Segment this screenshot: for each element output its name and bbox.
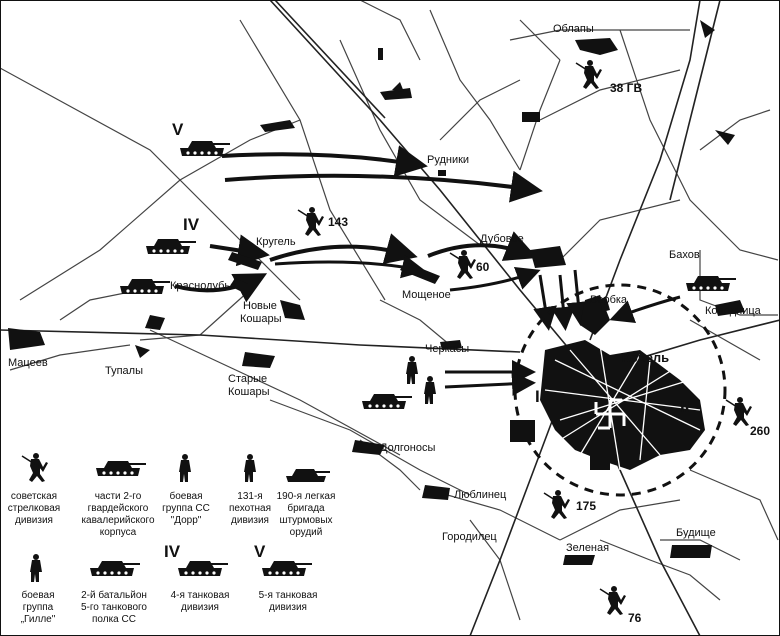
label-dolgonosy: Долгоносы	[380, 442, 435, 454]
legend-item-rifle-division: советская стрелковая дивизия	[8, 491, 60, 526]
rifleman-icon	[449, 249, 477, 280]
roman-ii: II	[680, 397, 689, 416]
svg-text:„Гилле": „Гилле"	[21, 614, 56, 625]
svg-text:боевая: боевая	[21, 589, 54, 601]
label-novye-1: Новые	[243, 300, 277, 312]
label-dubovoe: Дубовое	[480, 233, 524, 245]
svg-text:кавалерийского: кавалерийского	[81, 515, 155, 526]
rifleman-icon	[543, 489, 571, 520]
rifleman-icon	[297, 206, 325, 237]
rifleman-icon	[575, 59, 603, 90]
number-143: 143	[328, 215, 348, 229]
svg-text:корпуса: корпуса	[100, 527, 137, 538]
label-gorodilets: Городилец	[442, 531, 497, 543]
svg-text:части 2-го: части 2-го	[95, 491, 142, 502]
legend: советская стрелковая дивизия части 2-го …	[2, 438, 340, 634]
legend-item-4-panzer: 4-я танковая дивизия	[171, 590, 230, 613]
label-bakhov: Бахов	[669, 249, 700, 261]
formation-markers: V IV I II	[172, 120, 689, 416]
soldier-icon	[406, 356, 418, 384]
svg-text:группа: группа	[23, 602, 54, 613]
number-260: 260	[750, 424, 770, 438]
label-kovel: Ковель	[622, 350, 669, 365]
attack-arrows	[174, 145, 681, 396]
roman-i: I	[535, 387, 540, 406]
svg-text:полка СС: полка СС	[92, 614, 136, 625]
label-budishche: Будище	[676, 527, 716, 539]
label-starye-1: Старые	[228, 373, 267, 385]
label-rudniki: Рудники	[427, 154, 469, 166]
svg-text:4-я танковая: 4-я танковая	[171, 590, 230, 601]
place-labels: Облапы Рудники Кругель Краснодубье Новые…	[8, 23, 762, 554]
label-starye-2: Кошары	[228, 386, 270, 398]
label-krugel: Кругель	[256, 236, 296, 248]
legend-item-cavalry-corps: части 2-го гвардейского кавалерийского к…	[81, 491, 155, 538]
rifleman-icon	[725, 396, 753, 427]
label-lyublinets: Люблинец	[454, 489, 507, 501]
legend-mark-v: V	[254, 542, 266, 561]
svg-text:боевая: боевая	[169, 490, 202, 502]
number-175: 175	[576, 499, 596, 513]
label-zelenaya: Зеленая	[566, 542, 609, 554]
svg-text:190-я легкая: 190-я легкая	[277, 491, 336, 502]
legend-mark-iv: IV	[164, 542, 181, 561]
tank-icon	[146, 239, 196, 254]
label-oblapy: Облапы	[553, 23, 594, 35]
svg-text:дивизия: дивизия	[231, 515, 269, 526]
legend-item-ss-tank-battalion: 2-й батальйон 5-го танкового полка СС	[81, 589, 147, 625]
label-novye-2: Кошары	[240, 313, 282, 325]
roman-iv: IV	[183, 215, 200, 234]
svg-text:131-я: 131-я	[237, 491, 262, 502]
svg-text:группа СС: группа СС	[162, 503, 210, 514]
encirclement-ring	[513, 283, 727, 497]
svg-text:стрелковая: стрелковая	[8, 503, 60, 514]
svg-text:штурмовых: штурмовых	[279, 515, 332, 526]
legend-item-gille: боевая группа „Гилле"	[21, 589, 56, 625]
label-kolodnitsa: Колодница	[705, 305, 762, 317]
svg-text:советская: советская	[11, 491, 57, 502]
number-38gv: 38 ГВ	[610, 81, 642, 95]
svg-text:"Дорр": "Дорр"	[171, 515, 202, 526]
legend-item-ss-dorr: боевая группа СС "Дорр"	[162, 490, 210, 526]
svg-text:бригада: бригада	[287, 502, 325, 514]
roman-v: V	[172, 120, 184, 139]
svg-text:5-я танковая: 5-я танковая	[259, 590, 318, 601]
legend-item-131-infantry: 131-я пехотная дивизия	[229, 491, 271, 526]
label-moshchenoe: Мощеное	[402, 289, 451, 301]
svg-text:2-й батальйон: 2-й батальйон	[81, 589, 147, 601]
label-cherkasy: Черкасы	[425, 343, 469, 355]
kovel-city	[510, 295, 705, 471]
svg-text:дивизия: дивизия	[15, 515, 53, 526]
legend-item-190-assault-guns: 190-я легкая бригада штурмовых орудий	[277, 491, 336, 538]
rifleman-icon	[599, 585, 627, 616]
tank-icon	[362, 394, 412, 409]
number-76: 76	[628, 611, 642, 625]
svg-text:5-го танкового: 5-го танкового	[81, 602, 147, 613]
svg-text:дивизия: дивизия	[269, 602, 307, 613]
villages	[8, 20, 745, 565]
label-krasnodubye: Краснодубье	[170, 280, 236, 292]
unit-numbers: 38 ГВ 143 60 260 175 76	[328, 81, 770, 625]
svg-text:гвардейского: гвардейского	[88, 503, 149, 514]
swastika-icon	[594, 398, 626, 430]
number-60: 60	[476, 260, 490, 274]
label-verbka: Вербка	[590, 294, 628, 306]
svg-text:орудий: орудий	[290, 527, 323, 538]
tank-icon	[120, 279, 170, 294]
svg-text:дивизия: дивизия	[181, 602, 219, 613]
label-matseev: Мацеев	[8, 357, 48, 369]
label-tupaly: Тупалы	[105, 365, 143, 377]
legend-item-5-panzer: 5-я танковая дивизия	[259, 590, 318, 613]
tank-icon	[180, 141, 230, 156]
soldier-icon	[424, 376, 436, 404]
svg-text:пехотная: пехотная	[229, 503, 271, 514]
tank-icon	[686, 276, 736, 291]
